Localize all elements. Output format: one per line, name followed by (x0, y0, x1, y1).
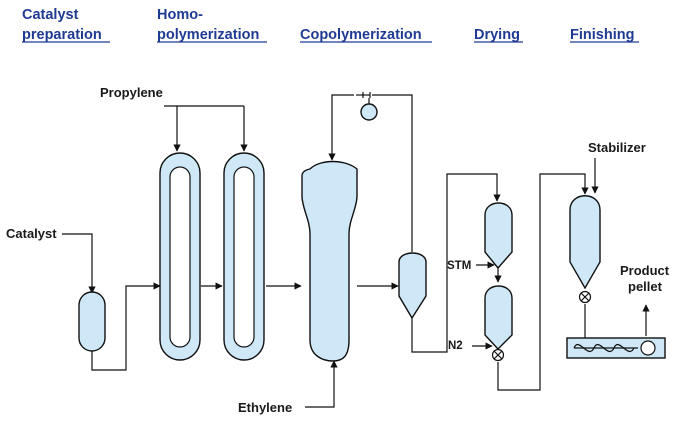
stage-title-copolymerization: Copolymerization (300, 27, 422, 43)
loop-reactor-2-inner (233, 166, 255, 348)
copolymerization-reactor (301, 160, 358, 362)
hopper-valve-cross-b (580, 292, 590, 302)
dryer-valve-cross-b (493, 350, 503, 360)
stage-title-homo-line2: polymerization (157, 27, 259, 43)
recycle-to-copoly-line (328, 94, 354, 161)
label-stabilizer: Stabilizer (588, 140, 646, 155)
label-product-line2: pellet (628, 279, 663, 294)
stage-title-finishing: Finishing (570, 27, 634, 43)
catalyst-feed-line (62, 233, 96, 294)
label-product-line1: Product (620, 263, 670, 278)
loop-reactor-1-inner (169, 166, 191, 348)
recycle-return-line (372, 94, 413, 252)
catalyst-to-reactor1-line (91, 282, 161, 371)
label-stm: STM (447, 260, 471, 272)
steamer-vessel (484, 202, 513, 270)
label-propylene: Propylene (100, 85, 163, 100)
stage-title-homo-line1: Homo- (157, 7, 203, 23)
label-catalyst: Catalyst (6, 226, 57, 241)
separator-to-dryer-line (411, 173, 501, 353)
stage-title-catalyst-line2: preparation (22, 27, 102, 43)
ethylene-feed-line (305, 360, 338, 408)
recycle-compressor (360, 103, 378, 121)
flash-separator (398, 252, 427, 320)
label-n2: N2 (448, 340, 463, 352)
dryer-vessel (484, 285, 513, 351)
extruder-die-icon (640, 340, 656, 356)
finishing-hopper (569, 195, 601, 290)
label-ethylene: Ethylene (238, 400, 292, 415)
dryer-to-hopper-line (497, 173, 589, 391)
catalyst-drum (78, 291, 106, 352)
stage-title-catalyst-line1: Catalyst (22, 7, 79, 23)
stage-title-drying: Drying (474, 27, 520, 43)
